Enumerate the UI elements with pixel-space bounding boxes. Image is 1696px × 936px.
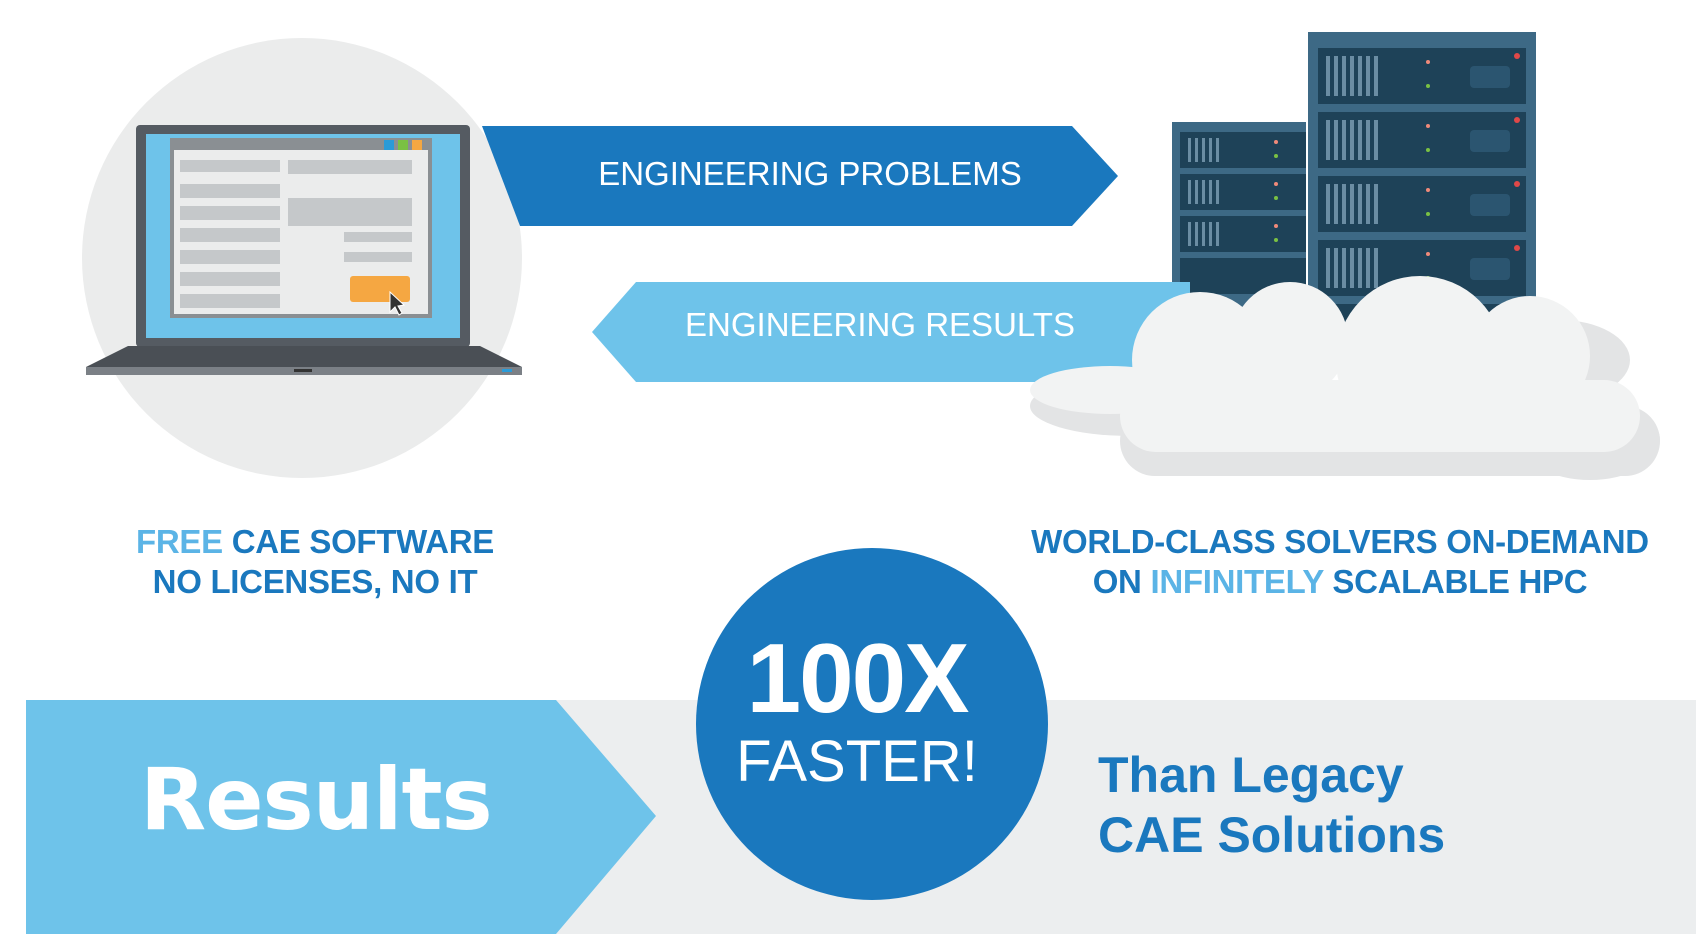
comparison-line1: Than Legacy [1098, 747, 1404, 803]
right-caption-highlight: INFINITELY [1150, 563, 1324, 600]
left-caption-line1-rest: CAE SOFTWARE [222, 523, 495, 560]
comparison-line2: CAE Solutions [1098, 807, 1446, 863]
engineering-problems-label: ENGINEERING PROBLEMS [598, 155, 1022, 192]
speedup-subtitle: FASTER! [736, 729, 978, 794]
engineering-results-arrow [592, 282, 1190, 382]
results-heading: Results [140, 750, 493, 850]
right-caption-line1: WORLD-CLASS SOLVERS ON-DEMAND [1031, 523, 1649, 560]
engineering-results-label: ENGINEERING RESULTS [685, 306, 1075, 343]
laptop-icon [86, 125, 522, 375]
right-caption-line2-post: SCALABLE HPC [1323, 563, 1588, 600]
cloud-icon [1030, 276, 1660, 480]
speed-badge-circle [696, 548, 1048, 900]
right-caption-line2-pre: ON [1092, 563, 1151, 600]
right-caption: WORLD-CLASS SOLVERS ON-DEMAND ON INFINIT… [1020, 522, 1660, 602]
speedup-number: 100X [746, 623, 970, 733]
engineering-problems-arrow [482, 126, 1118, 226]
left-caption: FREE CAE SOFTWARE NO LICENSES, NO IT [120, 522, 510, 602]
results-arrow-banner [26, 700, 656, 934]
left-caption-highlight: FREE [136, 523, 223, 560]
left-caption-line2: NO LICENSES, NO IT [152, 563, 478, 600]
right-caption-line2: ON INFINITELY SCALABLE HPC [1020, 562, 1660, 602]
left-caption-line1: FREE CAE SOFTWARE [120, 522, 510, 562]
